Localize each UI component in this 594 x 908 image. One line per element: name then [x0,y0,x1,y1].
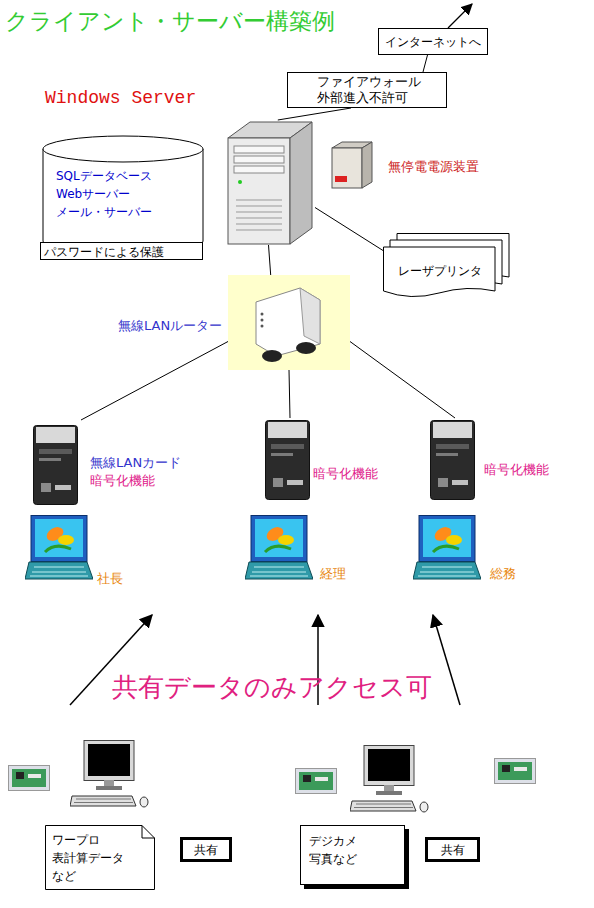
wireless-card [266,421,310,500]
node-figure: 社長 [22,512,132,590]
router-led [261,319,264,322]
node-cyl-box: SQLデータベース Webサーバー メール・サーバー [42,135,204,255]
node-text: 経理 [320,565,346,582]
router-led [261,313,264,316]
printer-sheet [384,247,496,297]
drive-bay [234,156,284,163]
node-text: 社長 [97,570,123,587]
server-tower [228,122,312,244]
node-text: インターネットへ [379,34,487,50]
ups-badge [335,176,347,182]
node-text: 共有 [183,842,229,858]
connector-line [350,342,455,419]
node-text: 無停電電源装置 [388,158,479,175]
ups-front [332,148,362,188]
node-text: レーザプリンタ [398,263,482,279]
node-text: 共有 [428,842,477,858]
router-stand [262,350,282,362]
node-plain-box: インターネットへ [378,28,488,55]
desktop-pc [70,741,148,808]
node-shadow-box: デジカメ 写真など [300,825,405,885]
diagram-title: クライアント・サーバー構築例 [5,6,335,36]
ups-unit [332,142,372,188]
wireless-card [34,426,78,505]
connector-line [278,108,351,120]
node-stack-box: レーザプリンタ [383,233,510,303]
cylinder-body [43,149,203,254]
connector-line [269,245,271,275]
node-text: 暗号化機能 [484,461,549,478]
drive-bay [234,146,284,153]
router-device [228,275,350,370]
access-arrow [433,615,460,705]
internet-arrow [448,4,472,28]
node-text: SQLデータベース Webサーバー メール・サーバー [56,167,160,221]
node-text: Windows Server [45,87,196,110]
router-backdrop [228,275,350,370]
node-figure: 無線LANカード暗号化機能 [30,420,200,508]
laptop [25,516,93,580]
wireless-card [431,421,475,500]
router-side [300,288,320,344]
server-vents [236,200,282,230]
lan-board [296,769,337,794]
free-label: 共有データのみアクセス可 [112,670,432,704]
node-text: 無線LANルーター [118,317,222,334]
connector-line [315,208,383,251]
node-text: パスワードによる保護 [44,244,164,260]
document-shape [46,826,155,890]
cylinder-top [43,136,203,162]
drive-bay [234,166,284,173]
node-figure: 暗号化機能 [428,418,578,503]
ups-side [362,142,372,188]
connector-line [81,342,228,421]
node-figure: 無停電電源装置 [330,140,490,190]
server-side [290,122,312,244]
node-figure: 総務 [411,512,526,584]
node-plain-box: パスワードによる保護 [40,242,203,260]
connector-line [289,370,290,418]
node-doc-box: ワープロ 表計算データ など [45,825,155,890]
node-text: 暗号化機能 [313,465,378,482]
lan-board [9,766,50,791]
connector-line [423,55,428,72]
node-thick-box: 共有 [180,837,232,862]
node-text: デジカメ 写真など [309,832,371,868]
laptop [413,516,481,580]
desktop-pc [350,746,428,813]
node-text: 無線LANカード [90,454,181,471]
node-figure: 経理 [243,512,353,584]
node-thick-box: 共有 [425,837,480,862]
node-plain-box: ファイアウォール 外部進入不許可 [287,72,447,108]
node-text: 暗号化機能 [90,472,155,489]
node-text: 総務 [490,565,516,582]
server-front [228,138,290,244]
node-figure: 暗号化機能 [262,418,402,503]
laptop [245,516,313,580]
router-stand [296,342,316,354]
power-led [238,180,242,184]
router-led [261,325,264,328]
router-body [256,288,320,356]
node-figure: 無線LANルーター [228,275,350,370]
node-text: ワープロ 表計算データ など [52,831,140,885]
lan-board [495,759,536,784]
document-fold [142,826,155,839]
node-figure: Windows Server [222,120,315,245]
node-text: ファイアウォール 外部進入不許可 [317,74,429,106]
